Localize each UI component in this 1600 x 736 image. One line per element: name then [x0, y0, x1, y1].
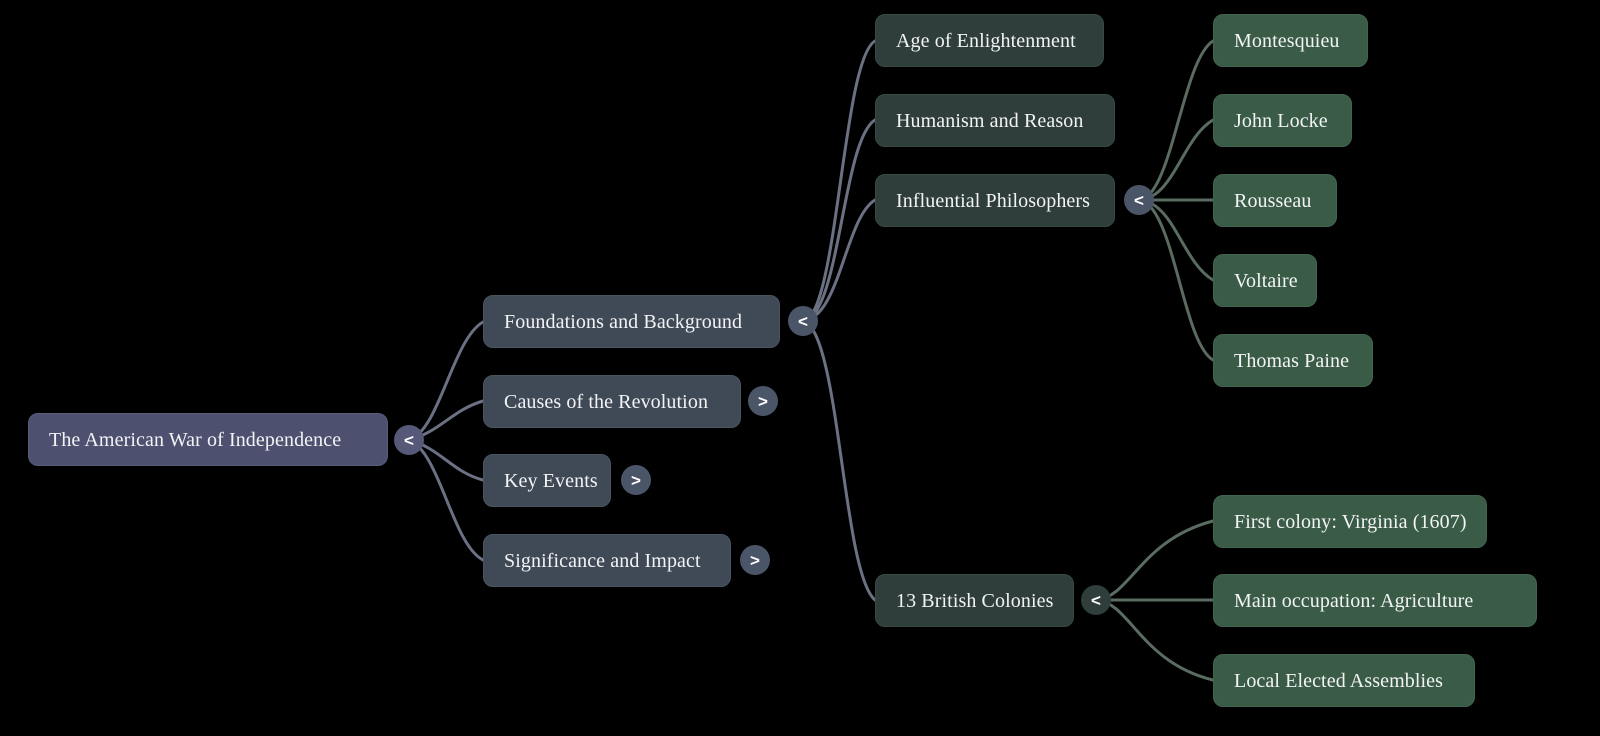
- node-age-of-enlightenment[interactable]: Age of Enlightenment: [875, 14, 1104, 67]
- chevron-left-icon: <: [798, 311, 808, 331]
- expand-toggle-causes-icon[interactable]: >: [748, 386, 778, 416]
- node-main-occupation-agriculture[interactable]: Main occupation: Agriculture: [1213, 574, 1537, 627]
- edge-colonies-to-first_colony: [1094, 519, 1215, 602]
- node-label: Humanism and Reason: [896, 109, 1084, 132]
- node-label: 13 British Colonies: [896, 589, 1054, 612]
- edge-philosophers-to-voltaire: [1137, 198, 1215, 282]
- expand-toggle-significance-icon[interactable]: >: [740, 545, 770, 575]
- edge-foundations-to-colonies: [801, 319, 877, 602]
- collapse-toggle-root-icon[interactable]: <: [394, 425, 424, 455]
- edge-foundations-to-philosophers: [801, 198, 877, 323]
- node-influential-philosophers[interactable]: Influential Philosophers: [875, 174, 1115, 227]
- node-label: Montesquieu: [1234, 29, 1340, 52]
- collapse-toggle-foundations-icon[interactable]: <: [788, 306, 818, 336]
- node-causes-of-the-revolution[interactable]: Causes of the Revolution: [483, 375, 741, 428]
- node-rousseau[interactable]: Rousseau: [1213, 174, 1337, 227]
- chevron-left-icon: <: [1134, 190, 1144, 210]
- node-first-colony-virginia[interactable]: First colony: Virginia (1607): [1213, 495, 1487, 548]
- chevron-right-icon: >: [750, 550, 760, 570]
- node-humanism-and-reason[interactable]: Humanism and Reason: [875, 94, 1115, 147]
- node-label: Influential Philosophers: [896, 189, 1091, 212]
- edge-philosophers-to-john_locke: [1137, 118, 1215, 202]
- edge-foundations-to-enlightenment: [801, 39, 877, 323]
- node-label: Voltaire: [1234, 269, 1298, 292]
- node-root[interactable]: The American War of Independence: [28, 413, 388, 466]
- node-label: Foundations and Background: [504, 310, 743, 333]
- node-label: Age of Enlightenment: [896, 29, 1076, 52]
- expand-toggle-key-events-icon[interactable]: >: [621, 465, 651, 495]
- edge-philosophers-to-montesquieu: [1137, 39, 1215, 202]
- edge-colonies-to-local_assemblies: [1094, 598, 1215, 682]
- node-label: Rousseau: [1234, 189, 1312, 212]
- node-voltaire[interactable]: Voltaire: [1213, 254, 1317, 307]
- node-key-events[interactable]: Key Events: [483, 454, 611, 507]
- node-label: Causes of the Revolution: [504, 390, 709, 413]
- node-thomas-paine[interactable]: Thomas Paine: [1213, 334, 1373, 387]
- edge-root-to-significance: [407, 438, 485, 562]
- node-label: First colony: Virginia (1607): [1234, 510, 1467, 533]
- node-montesquieu[interactable]: Montesquieu: [1213, 14, 1368, 67]
- chevron-right-icon: >: [631, 470, 641, 490]
- node-significance-and-impact[interactable]: Significance and Impact: [483, 534, 731, 587]
- node-label: John Locke: [1234, 109, 1328, 132]
- node-label: The American War of Independence: [49, 428, 342, 451]
- chevron-left-icon: <: [404, 430, 414, 450]
- node-john-locke[interactable]: John Locke: [1213, 94, 1352, 147]
- node-label: Main occupation: Agriculture: [1234, 589, 1474, 612]
- node-local-elected-assemblies[interactable]: Local Elected Assemblies: [1213, 654, 1475, 707]
- collapse-toggle-colonies-icon[interactable]: <: [1081, 585, 1111, 615]
- node-foundations-and-background[interactable]: Foundations and Background: [483, 295, 780, 348]
- collapse-toggle-philosophers-icon[interactable]: <: [1124, 185, 1154, 215]
- edge-philosophers-to-thomas_paine: [1137, 198, 1215, 362]
- chevron-right-icon: >: [758, 391, 768, 411]
- node-label: Thomas Paine: [1234, 349, 1350, 372]
- chevron-left-icon: <: [1091, 590, 1101, 610]
- node-label: Local Elected Assemblies: [1234, 669, 1444, 692]
- node-label: Key Events: [504, 469, 598, 492]
- node-13-british-colonies[interactable]: 13 British Colonies: [875, 574, 1074, 627]
- node-label: Significance and Impact: [504, 549, 701, 572]
- edge-root-to-foundations: [407, 320, 485, 442]
- edge-foundations-to-humanism: [801, 118, 877, 323]
